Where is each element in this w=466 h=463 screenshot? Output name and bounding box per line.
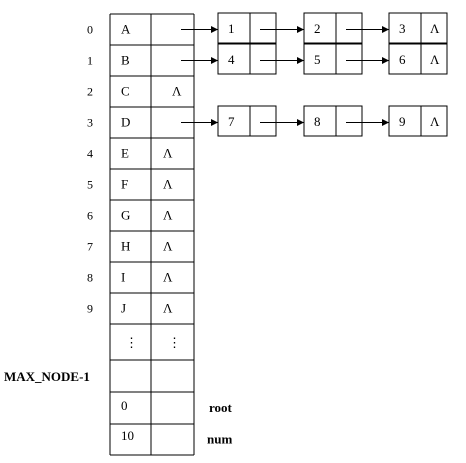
num-label: num [207,432,232,447]
list-node-value: 4 [228,52,235,67]
vertex-index-label: 1 [87,54,93,68]
vertex-index-label: 9 [87,302,93,316]
vertex-name: J [121,301,126,316]
list-node [303,12,363,44]
null-pointer: Λ [163,146,173,161]
vertex-name: D [121,115,130,130]
null-pointer: Λ [163,239,173,254]
vertex-name: I [121,270,125,285]
vertex-name: B [121,53,130,68]
null-pointer: Λ [430,21,440,36]
vertex-index-label: 2 [87,85,93,99]
list-node-value: 3 [399,21,406,36]
vertex-name: A [121,22,131,37]
root-label: root [209,400,233,415]
null-pointer: Λ [172,84,182,99]
null-pointer: Λ [163,270,173,285]
vertex-name: F [121,177,128,192]
null-pointer: Λ [163,301,173,316]
ellipsis-mark: ⋮ [168,335,181,350]
vertex-index-label: 6 [87,209,93,223]
list-node-value: 1 [228,21,235,36]
vertex-index-label: 4 [87,147,93,161]
list-node-value: 7 [228,114,235,129]
list-node-value: 8 [314,114,321,129]
vertex-index-label: 7 [87,240,93,254]
vertex-index-label: 0 [87,23,93,37]
list-node [217,12,277,44]
list-node-value: 5 [314,52,321,67]
list-node-value: 2 [314,21,321,36]
vertex-name: H [121,239,130,254]
list-node [388,12,448,44]
list-node [303,105,363,137]
list-node [303,43,363,75]
vertex-name: E [121,146,129,161]
vertex-index-label: 3 [87,116,93,130]
null-pointer: Λ [430,52,440,67]
vertex-index-label: 5 [87,178,93,192]
ellipsis-mark: ⋮ [125,335,138,350]
root-value: 0 [121,398,128,413]
list-node [217,105,277,137]
null-pointer: Λ [163,177,173,192]
list-node [388,43,448,75]
vertex-index-label: 8 [87,271,93,285]
vertex-name: G [121,208,130,223]
vertex-table: A B C Λ D E Λ F Λ G Λ H Λ I Λ J Λ ⋮ ⋮ 0 10 [109,13,195,456]
null-pointer: Λ [430,114,440,129]
num-value: 10 [121,428,134,443]
list-node-value: 9 [399,114,406,129]
vertex-name: C [121,84,130,99]
list-node [217,43,277,75]
null-pointer: Λ [163,208,173,223]
list-node [388,105,448,137]
list-node-value: 6 [399,52,406,67]
max-node-label: MAX_NODE-1 [4,369,90,384]
